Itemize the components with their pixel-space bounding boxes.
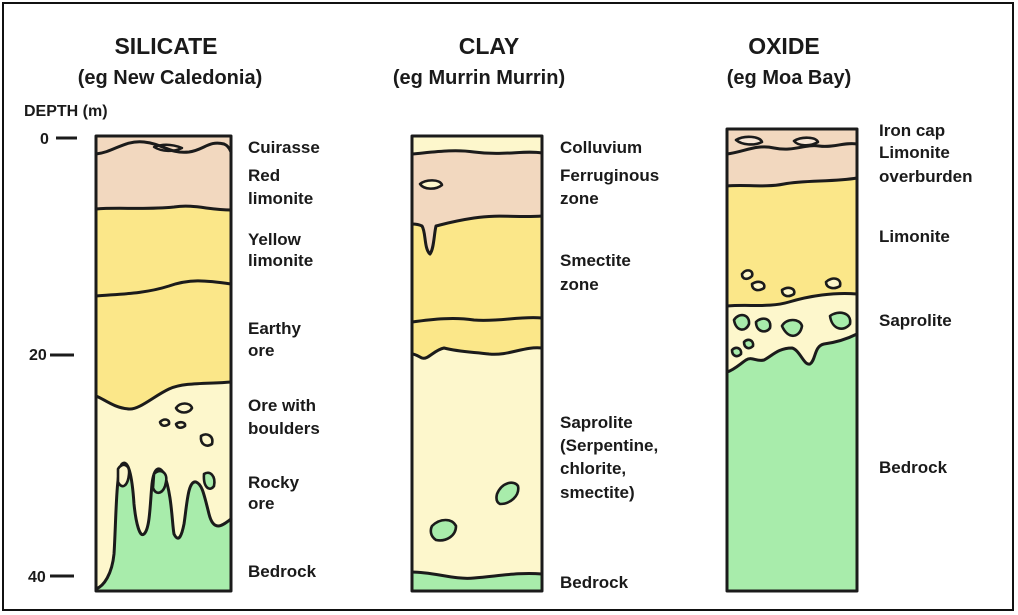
oxide-nodule [826, 279, 840, 289]
silicate-label-yellow-limonite: limonite [248, 251, 313, 270]
silicate-boulder [204, 473, 214, 489]
clay-nodule [420, 180, 442, 188]
clay-label-serpentine: (Serpentine, [560, 436, 658, 455]
oxide-label-limonite-zone: Limonite [879, 227, 950, 246]
depth-tick-20: 20 [29, 347, 47, 364]
clay-label-chlorite: chlorite, [560, 459, 626, 478]
clay-label-saprolite: Saprolite [560, 413, 633, 432]
clay-label-smectite-paren: smectite) [560, 483, 635, 502]
oxide-nodule [782, 288, 794, 296]
silicate-example: (eg New Caledonia) [78, 67, 262, 89]
silicate-boulder [160, 420, 169, 426]
clay-label-colluvium: Colluvium [560, 138, 642, 157]
silicate-label-earthy-ore: ore [248, 341, 274, 360]
silicate-boulder [176, 422, 185, 427]
oxide-iron-nodule [794, 138, 818, 146]
clay-column [412, 136, 542, 591]
silicate-label-yellow: Yellow [248, 230, 302, 249]
silicate-label-earthy: Earthy [248, 319, 301, 338]
clay-label-smectite: Smectite [560, 251, 631, 270]
oxide-iron-nodule [736, 137, 762, 145]
clay-label-ferruginous-zone: zone [560, 189, 599, 208]
clay-label-bedrock: Bedrock [560, 573, 629, 592]
silicate-boulder [201, 434, 212, 445]
clay-colluvium-boundary [412, 151, 542, 154]
oxide-column [727, 129, 857, 591]
profile-canvas: SILICATE (eg New Caledonia) CLAY (eg Mur… [4, 4, 1016, 613]
oxide-example: (eg Moa Bay) [727, 67, 851, 89]
oxide-boulder [734, 315, 749, 330]
oxide-label-overburden: overburden [879, 167, 973, 186]
oxide-boulder [830, 313, 850, 329]
oxide-title: OXIDE [748, 33, 820, 59]
oxide-label-limonite: Limonite [879, 143, 950, 162]
clay-label-smectite-zone: zone [560, 275, 599, 294]
silicate-label-cuirasse: Cuirasse [248, 138, 320, 157]
depth-tick-0: 0 [40, 131, 49, 148]
oxide-label-bedrock: Bedrock [879, 458, 948, 477]
silicate-label-bedrock: Bedrock [248, 562, 317, 581]
clay-example: (eg Murrin Murrin) [393, 67, 565, 89]
silicate-label-boulders: boulders [248, 419, 320, 438]
silicate-yellow-limonite-layer [96, 206, 231, 409]
silicate-label-red: Red [248, 166, 280, 185]
oxide-nodule [742, 270, 752, 278]
oxide-label-saprolite: Saprolite [879, 311, 952, 330]
silicate-label-red-limonite: limonite [248, 189, 313, 208]
silicate-boulder [118, 465, 129, 486]
silicate-label-ore-with: Ore with [248, 396, 316, 415]
silicate-label-rocky-ore: ore [248, 494, 274, 513]
clay-title: CLAY [459, 33, 520, 59]
oxide-boulder [756, 319, 770, 332]
silicate-boulder [176, 404, 192, 413]
silicate-column [96, 136, 231, 591]
silicate-title: SILICATE [114, 33, 217, 59]
silicate-label-rocky: Rocky [248, 473, 300, 492]
oxide-boulder [732, 348, 741, 356]
oxide-label-iron-cap: Iron cap [879, 121, 945, 140]
clay-label-ferruginous: Ferruginous [560, 166, 659, 185]
oxide-nodule [752, 282, 764, 290]
silicate-boulder [153, 471, 166, 493]
oxide-boulder [744, 340, 753, 348]
depth-axis-label: DEPTH (m) [24, 103, 108, 120]
depth-tick-40: 40 [28, 569, 46, 586]
